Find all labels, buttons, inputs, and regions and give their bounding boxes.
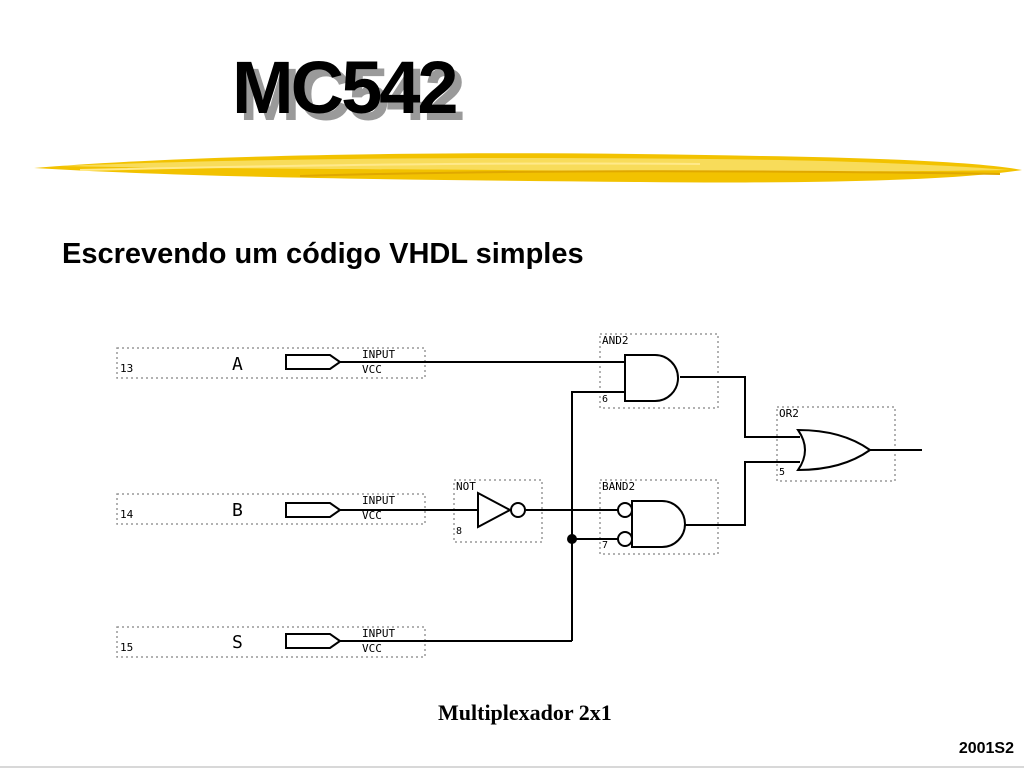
- input-a: 13 A INPUT VCC: [120, 348, 395, 376]
- svg-text:NOT: NOT: [456, 480, 476, 493]
- input-s-pin: 15: [120, 641, 133, 654]
- and2-gate: AND2 6: [602, 334, 679, 405]
- svg-text:VCC: VCC: [362, 363, 382, 376]
- slide-subtitle: Escrevendo um código VHDL simples: [62, 238, 584, 270]
- svg-text:INPUT: INPUT: [362, 627, 395, 640]
- svg-text:7: 7: [602, 540, 608, 551]
- slide-title-shadow: MC542: [239, 53, 466, 136]
- input-a-pin: 13: [120, 362, 133, 375]
- svg-text:INPUT: INPUT: [362, 348, 395, 361]
- svg-text:INPUT: INPUT: [362, 494, 395, 507]
- svg-text:VCC: VCC: [362, 509, 382, 522]
- band2-gate: BAND2 7: [602, 480, 686, 551]
- slide-footer: 2001S2: [958, 740, 1014, 757]
- brush-stroke-divider: [34, 153, 1022, 183]
- slide-title: MC542 MC542: [232, 48, 532, 138]
- input-a-buffer: [285, 354, 342, 370]
- svg-text:VCC: VCC: [362, 642, 382, 655]
- mux-schematic: 13 A INPUT VCC 14 B INPUT VCC 15 S INPUT…: [116, 333, 922, 658]
- component-boxes: [116, 333, 896, 658]
- input-b-pin: 14: [120, 508, 134, 521]
- input-b: 14 B INPUT VCC: [120, 494, 395, 522]
- input-s-buffer: [285, 633, 342, 649]
- svg-text:OR2: OR2: [779, 407, 799, 420]
- input-b-name: B: [232, 500, 243, 521]
- wire-junction-dot: [567, 534, 577, 544]
- svg-text:AND2: AND2: [602, 334, 629, 347]
- svg-text:6: 6: [602, 394, 608, 405]
- svg-text:8: 8: [456, 526, 462, 537]
- slide-title-text: MC542: [232, 46, 459, 129]
- wires: [340, 361, 922, 642]
- not-gate: NOT 8: [456, 480, 526, 537]
- footer-divider: [0, 766, 1024, 768]
- or2-gate: OR2 5: [779, 407, 872, 478]
- diagram-caption: Multiplexador 2x1: [438, 700, 612, 725]
- svg-text:BAND2: BAND2: [602, 480, 635, 493]
- svg-text:5: 5: [779, 467, 785, 478]
- input-s-name: S: [232, 632, 243, 653]
- input-s: 15 S INPUT VCC: [120, 627, 395, 655]
- input-a-name: A: [232, 354, 243, 375]
- input-b-buffer: [285, 502, 342, 518]
